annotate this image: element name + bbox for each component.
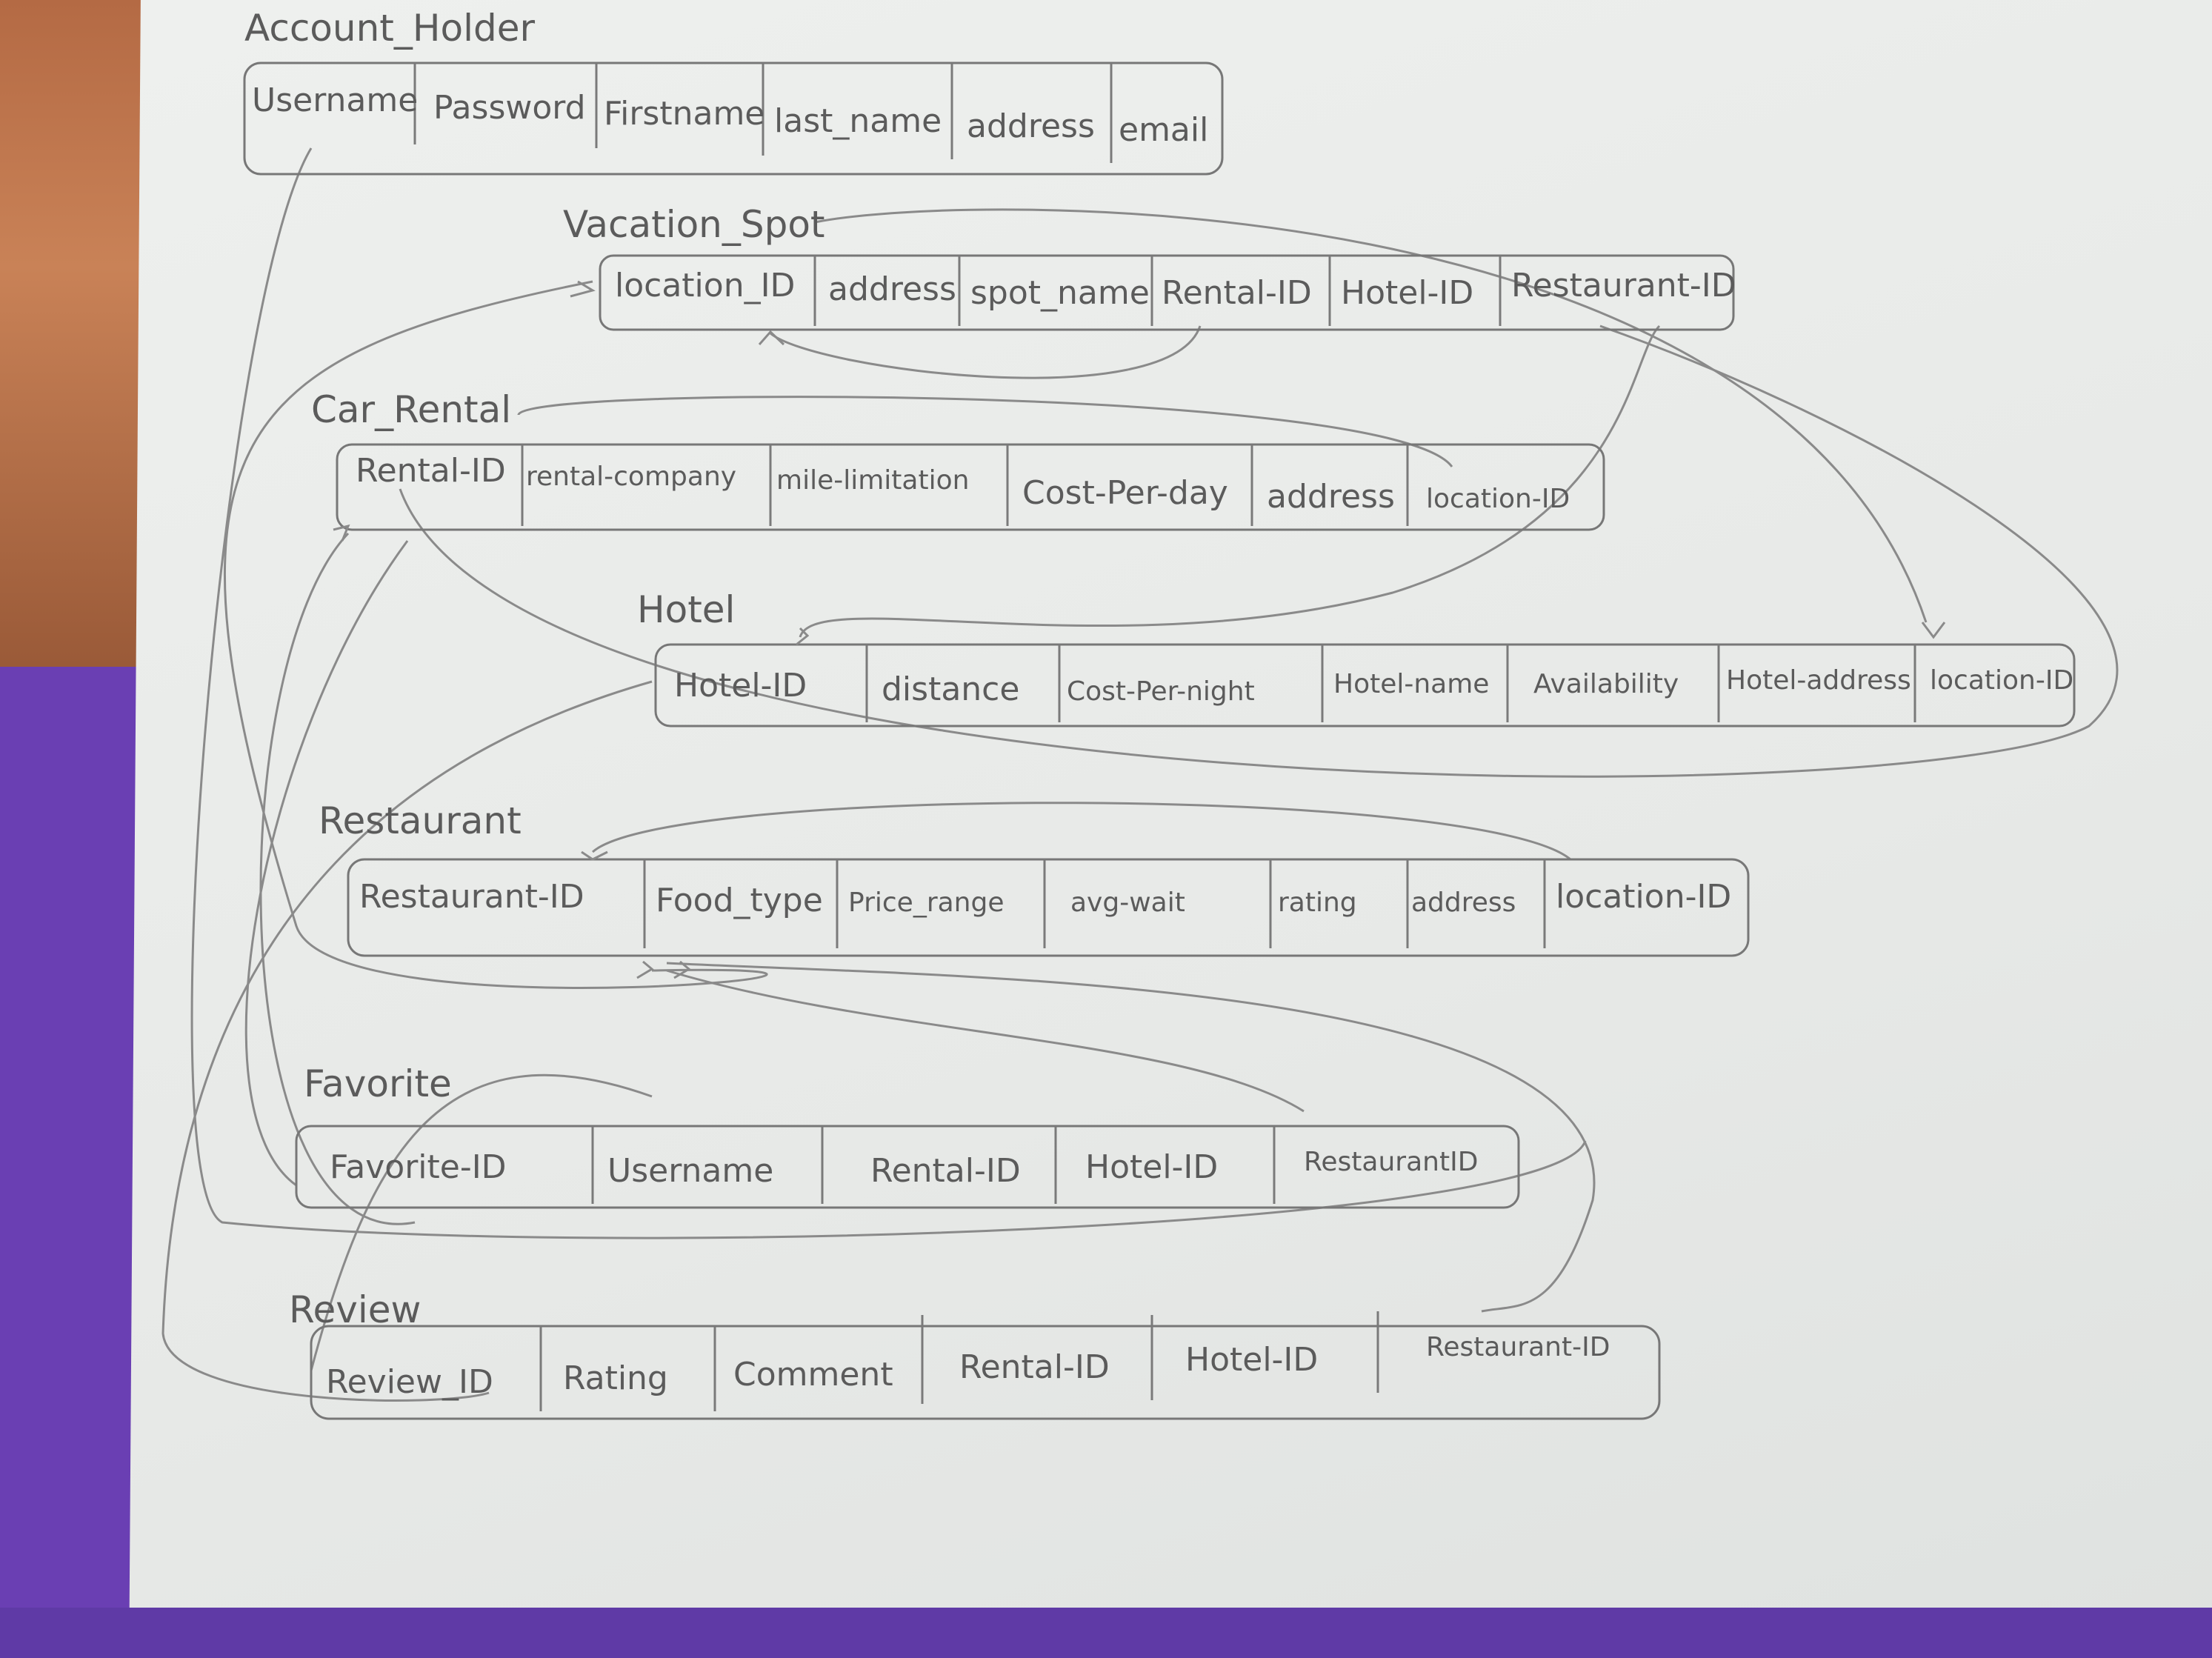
field-password: Password: [433, 89, 586, 127]
field-distance: distance: [882, 670, 1019, 708]
rel-line-10: [244, 540, 409, 1187]
field-rating: Rating: [563, 1359, 668, 1397]
field-hotel-address: Hotel-address: [1726, 665, 1911, 696]
field-favorite-id: Favorite-ID: [330, 1148, 507, 1186]
table-title: Review: [289, 1288, 421, 1331]
arrow-head: [581, 850, 608, 861]
field-price-range: Price_range: [848, 888, 1005, 918]
field-availability: Availability: [1533, 669, 1679, 699]
field-avg-wait: avg-wait: [1070, 888, 1185, 918]
field-hotel-id: Hotel-ID: [1085, 1148, 1218, 1186]
field-spot-name: spot_name: [970, 274, 1150, 312]
field-mile-limitation: mile-limitation: [776, 465, 969, 496]
rel-line-1: [814, 208, 1928, 623]
field-address: address: [828, 270, 956, 308]
field-rating: rating: [1278, 888, 1357, 918]
field-rental-id: Rental-ID: [959, 1348, 1110, 1386]
table-car-rental: Car_Rental Rental-ID rental-company mile…: [311, 388, 1605, 531]
field-location-id: location-ID: [1426, 484, 1570, 514]
table-border: [295, 1125, 1520, 1209]
field-email: email: [1119, 111, 1208, 149]
arrow-head: [636, 960, 654, 979]
rel-line-4: [399, 324, 2119, 778]
field-location-id: location-ID: [1930, 665, 2073, 696]
table-border: [599, 254, 1735, 331]
field-comment: Comment: [733, 1356, 893, 1394]
field-last-name: last_name: [774, 102, 942, 140]
field-rental-id: Rental-ID: [1162, 274, 1312, 312]
rel-line-6: [592, 802, 1571, 861]
arrow-head: [570, 280, 596, 298]
arrow-head: [673, 960, 691, 979]
table-title: Restaurant: [319, 799, 522, 842]
rel-line-12: [666, 969, 1305, 1113]
rel-line-3: [517, 396, 1453, 467]
arrow-head: [1921, 622, 1946, 639]
table-vacation-spot: Vacation_Spot location_ID address spot_n…: [563, 203, 1736, 331]
arrowheads: [333, 280, 1946, 979]
field-restaurant-id: Restaurant-ID: [359, 878, 584, 916]
table-border: [347, 858, 1750, 957]
field-cost-per-day: Cost-Per-day: [1022, 474, 1228, 512]
table-account-holder: Account_Holder Username Password Firstna…: [243, 7, 1224, 176]
folder-edge: [0, 1608, 2212, 1658]
rel-line-13: [666, 962, 1596, 1313]
table-border: [336, 443, 1605, 531]
field-hotel-name: Hotel-name: [1333, 669, 1489, 699]
rel-line-5: [799, 324, 1661, 638]
arrow-head: [333, 524, 350, 542]
field-address: address: [1267, 478, 1395, 516]
rel-line-7: [223, 280, 768, 989]
arrow-head: [796, 627, 810, 646]
field-rental-id: Rental-ID: [870, 1152, 1021, 1190]
table-restaurant: Restaurant Restaurant-ID Food_type Price…: [319, 799, 1750, 957]
field-location-id: location_ID: [615, 267, 795, 304]
table-favorite: Favorite Favorite-ID Username Rental-ID …: [295, 1062, 1520, 1209]
field-hotel-id: Hotel-ID: [1341, 274, 1473, 312]
rel-line-9: [259, 532, 416, 1225]
field-address: address: [967, 107, 1095, 145]
table-border: [243, 61, 1224, 176]
rel-line-14: [310, 1073, 653, 1371]
rel-line-11: [161, 680, 653, 1402]
field-location-id: location-ID: [1556, 878, 1731, 916]
field-hotel-id: Hotel-ID: [674, 667, 807, 705]
field-username: Username: [607, 1152, 773, 1190]
field-cost-per-night: Cost-Per-night: [1067, 676, 1255, 707]
table-title: Account_Holder: [244, 7, 535, 50]
field-food-type: Food_type: [656, 882, 823, 919]
field-rental-id: Rental-ID: [356, 452, 506, 490]
rel-line-2: [770, 325, 1202, 379]
table-title: Vacation_Spot: [563, 203, 825, 246]
field-firstname: Firstname: [604, 95, 764, 133]
field-restaurant-id: RestaurantID: [1304, 1147, 1478, 1177]
table-hotel: Hotel Hotel-ID distance Cost-Per-night H…: [637, 588, 2076, 728]
field-hotel-id: Hotel-ID: [1185, 1341, 1318, 1379]
table-title: Hotel: [637, 588, 735, 631]
table-border: [654, 643, 2076, 728]
field-rental-company: rental-company: [526, 462, 736, 492]
rel-line-8: [190, 147, 1587, 1239]
table-title: Favorite: [304, 1062, 452, 1105]
table-review: Review Review_ID Rating Comment Rental-I…: [289, 1288, 1661, 1420]
field-address: address: [1411, 888, 1516, 918]
table-title: Car_Rental: [311, 388, 511, 431]
arrow-head: [758, 330, 785, 346]
relationship-lines: [161, 147, 2119, 1402]
field-restaurant-id: Restaurant-ID: [1511, 267, 1736, 304]
field-restaurant-id: Restaurant-ID: [1426, 1332, 1610, 1362]
field-username: Username: [252, 81, 418, 119]
field-review-id: Review_ID: [326, 1363, 493, 1401]
table-border: [310, 1325, 1661, 1420]
